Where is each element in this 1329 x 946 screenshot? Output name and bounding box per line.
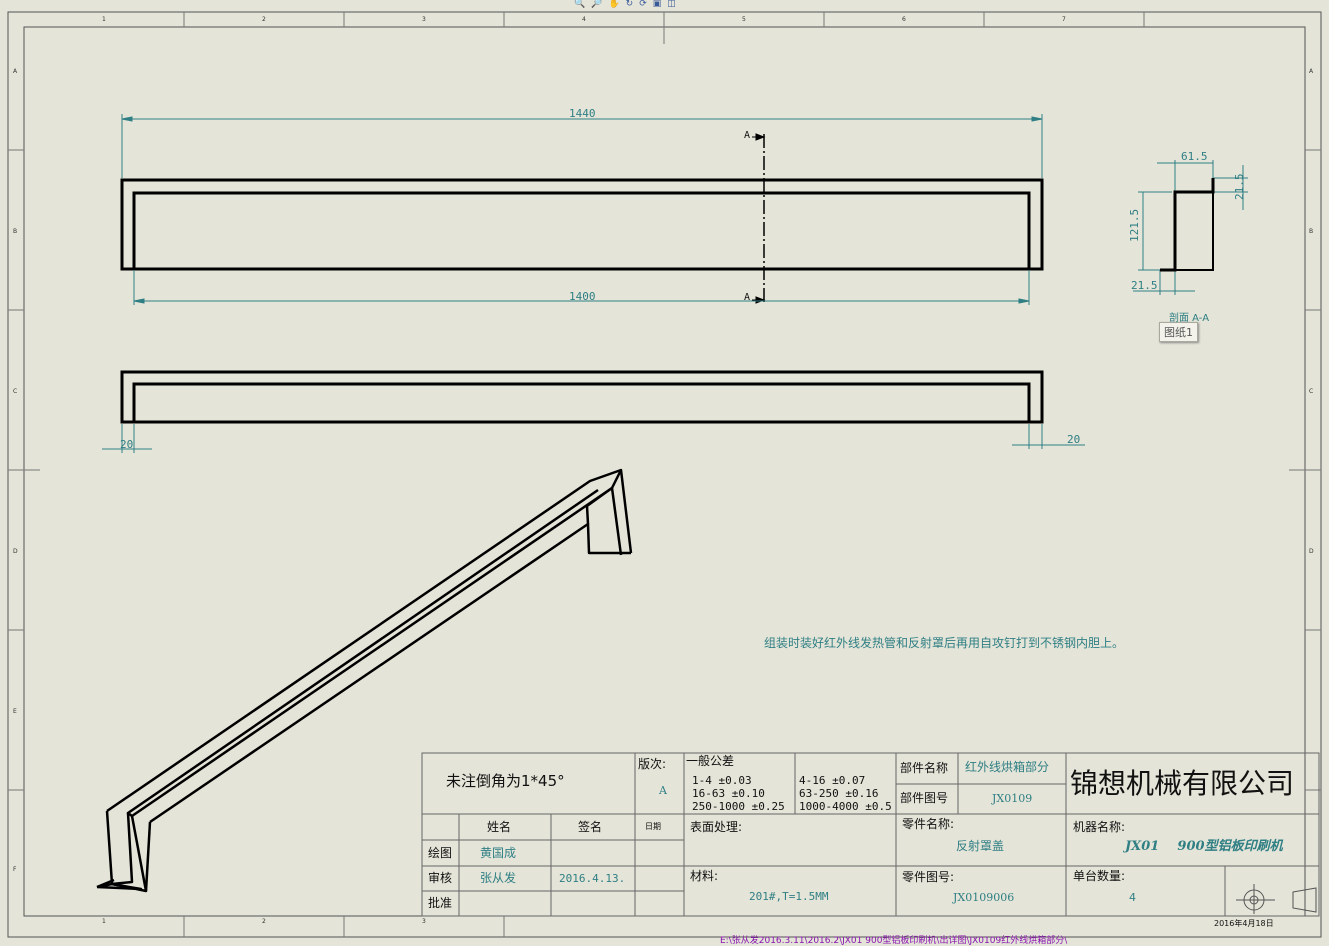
ruler-row-e: E bbox=[13, 708, 17, 715]
component-no-value: JX0109006 bbox=[953, 891, 1015, 904]
material-label: 材料: bbox=[690, 869, 719, 883]
view-icon[interactable]: ▣ bbox=[652, 0, 662, 9]
tolerance-4: 4-16 ±0.07 bbox=[799, 774, 866, 787]
version-label: 版次: bbox=[638, 757, 667, 771]
dim-inner-length: 1400 bbox=[569, 290, 596, 303]
check-date: 2016.4.13. bbox=[559, 872, 626, 885]
machine-value: JX01 900型铝板印刷机 bbox=[1125, 839, 1283, 854]
tolerance-title: 一般公差 bbox=[686, 754, 735, 768]
section-label: 剖面 A-A bbox=[1169, 313, 1210, 324]
company-name: 锦想机械有限公司 bbox=[1070, 767, 1295, 800]
refresh-icon[interactable]: ⟳ bbox=[639, 0, 647, 9]
ruler-col-3: 3 bbox=[422, 16, 426, 23]
print-date: 2016年4月18日 bbox=[1214, 919, 1274, 928]
top-view bbox=[120, 178, 1044, 271]
component-no-label: 零件图号: bbox=[902, 870, 955, 884]
machine-label: 机器名称: bbox=[1073, 820, 1126, 834]
ruler-col-6: 6 bbox=[902, 16, 906, 23]
component-name-value: 反射罩盖 bbox=[956, 839, 1005, 853]
part-name-value: 红外线烘箱部分 bbox=[965, 760, 1050, 774]
ruler-col-2-bottom: 2 bbox=[262, 918, 266, 925]
check-name: 张从发 bbox=[480, 871, 517, 885]
ruler-row-f: F bbox=[13, 866, 17, 873]
section-marker-bottom: A bbox=[744, 292, 751, 303]
tolerance-6: 1000-4000 ±0.5 bbox=[799, 800, 892, 813]
isometric-view bbox=[96, 468, 633, 893]
ruler-col-7: 7 bbox=[1062, 16, 1066, 23]
qty-value: 4 bbox=[1129, 891, 1136, 904]
ruler-col-4: 4 bbox=[582, 16, 586, 23]
outer-border bbox=[7, 11, 1322, 938]
ruler-row-a-right: A bbox=[1309, 68, 1314, 75]
part-no-label: 部件图号 bbox=[900, 791, 949, 805]
dim-section-top-lip: 21.5 bbox=[1233, 173, 1246, 201]
front-view bbox=[120, 370, 1044, 424]
sheet-tab[interactable]: 图纸1 bbox=[1159, 322, 1198, 342]
ruler-col-2: 2 bbox=[262, 16, 266, 23]
projection-symbol bbox=[1236, 884, 1317, 914]
ruler-row-c: C bbox=[13, 388, 18, 395]
dim-section-width: 61.5 bbox=[1181, 150, 1208, 163]
ruler-ticks bbox=[8, 12, 1321, 937]
ruler-row-c-right: C bbox=[1309, 388, 1314, 395]
ruler-col-1-bottom: 1 bbox=[102, 918, 106, 925]
pan-icon[interactable]: ✋ bbox=[608, 0, 620, 9]
draw-name: 黄国成 bbox=[480, 846, 517, 860]
dim-left-flange: 20 bbox=[120, 438, 134, 451]
ruler-row-a: A bbox=[13, 68, 18, 75]
ruler-row-d-right: D bbox=[1309, 548, 1314, 555]
ruler-col-5: 5 bbox=[742, 16, 746, 23]
ruler-row-b-right: B bbox=[1309, 228, 1314, 235]
tolerance-1: 1-4 ±0.03 bbox=[692, 774, 752, 787]
display-icon[interactable]: ◫ bbox=[667, 0, 676, 9]
ruler-col-1: 1 bbox=[102, 16, 106, 23]
approve-label: 批准 bbox=[428, 896, 453, 910]
section-profile-inner bbox=[1175, 192, 1214, 271]
view-toolbar[interactable]: 🔍 🔎 ✋ ↻ ⟳ ▣ ◫ bbox=[574, 0, 676, 9]
part-no-value: JX0109 bbox=[992, 792, 1033, 805]
material-value: 201#,T=1.5MM bbox=[749, 890, 829, 903]
version-value: A bbox=[659, 784, 667, 797]
dim-overall-length: 1440 bbox=[569, 107, 596, 120]
section-profile-outer bbox=[1160, 178, 1215, 272]
dimension-lines bbox=[102, 114, 1248, 453]
title-block-grid bbox=[421, 752, 1320, 917]
date-header: 日期 bbox=[645, 822, 661, 831]
rotate-icon[interactable]: ↻ bbox=[625, 0, 634, 9]
qty-label: 单台数量: bbox=[1073, 869, 1126, 883]
ruler-row-b: B bbox=[13, 228, 18, 235]
check-label: 审核 bbox=[428, 871, 453, 885]
dim-right-flange: 20 bbox=[1067, 433, 1081, 446]
tolerance-3: 250-1000 ±0.25 bbox=[692, 800, 785, 813]
component-name-label: 零件名称: bbox=[902, 817, 955, 831]
dim-section-bottom-lip: 21.5 bbox=[1131, 279, 1158, 292]
zoom-fit-icon[interactable]: 🔍 bbox=[574, 0, 586, 9]
part-name-label: 部件名称 bbox=[900, 761, 949, 775]
ruler-row-d: D bbox=[13, 548, 18, 555]
tolerance-5: 63-250 ±0.16 bbox=[799, 787, 879, 800]
chamfer-note: 未注倒角为1*45° bbox=[446, 772, 565, 790]
tolerance-2: 16-63 ±0.10 bbox=[692, 787, 765, 800]
dim-section-height: 121.5 bbox=[1128, 208, 1141, 242]
name-header: 姓名 bbox=[487, 820, 512, 834]
surface-label: 表面处理: bbox=[690, 820, 743, 834]
draw-label: 绘图 bbox=[428, 846, 453, 860]
zoom-area-icon[interactable]: 🔎 bbox=[591, 0, 603, 9]
assembly-note: 组装时装好红外线发热管和反射罩后再用自攻钉打到不锈钢内胆上。 bbox=[764, 636, 1125, 650]
section-marker-top: A bbox=[744, 130, 751, 141]
sign-header: 签名 bbox=[578, 820, 603, 834]
ruler-col-3-bottom: 3 bbox=[422, 918, 426, 925]
file-path: E:\张从发2016.3.11\2016.2\JX01 900型铝板印刷机\出详… bbox=[720, 936, 1068, 946]
